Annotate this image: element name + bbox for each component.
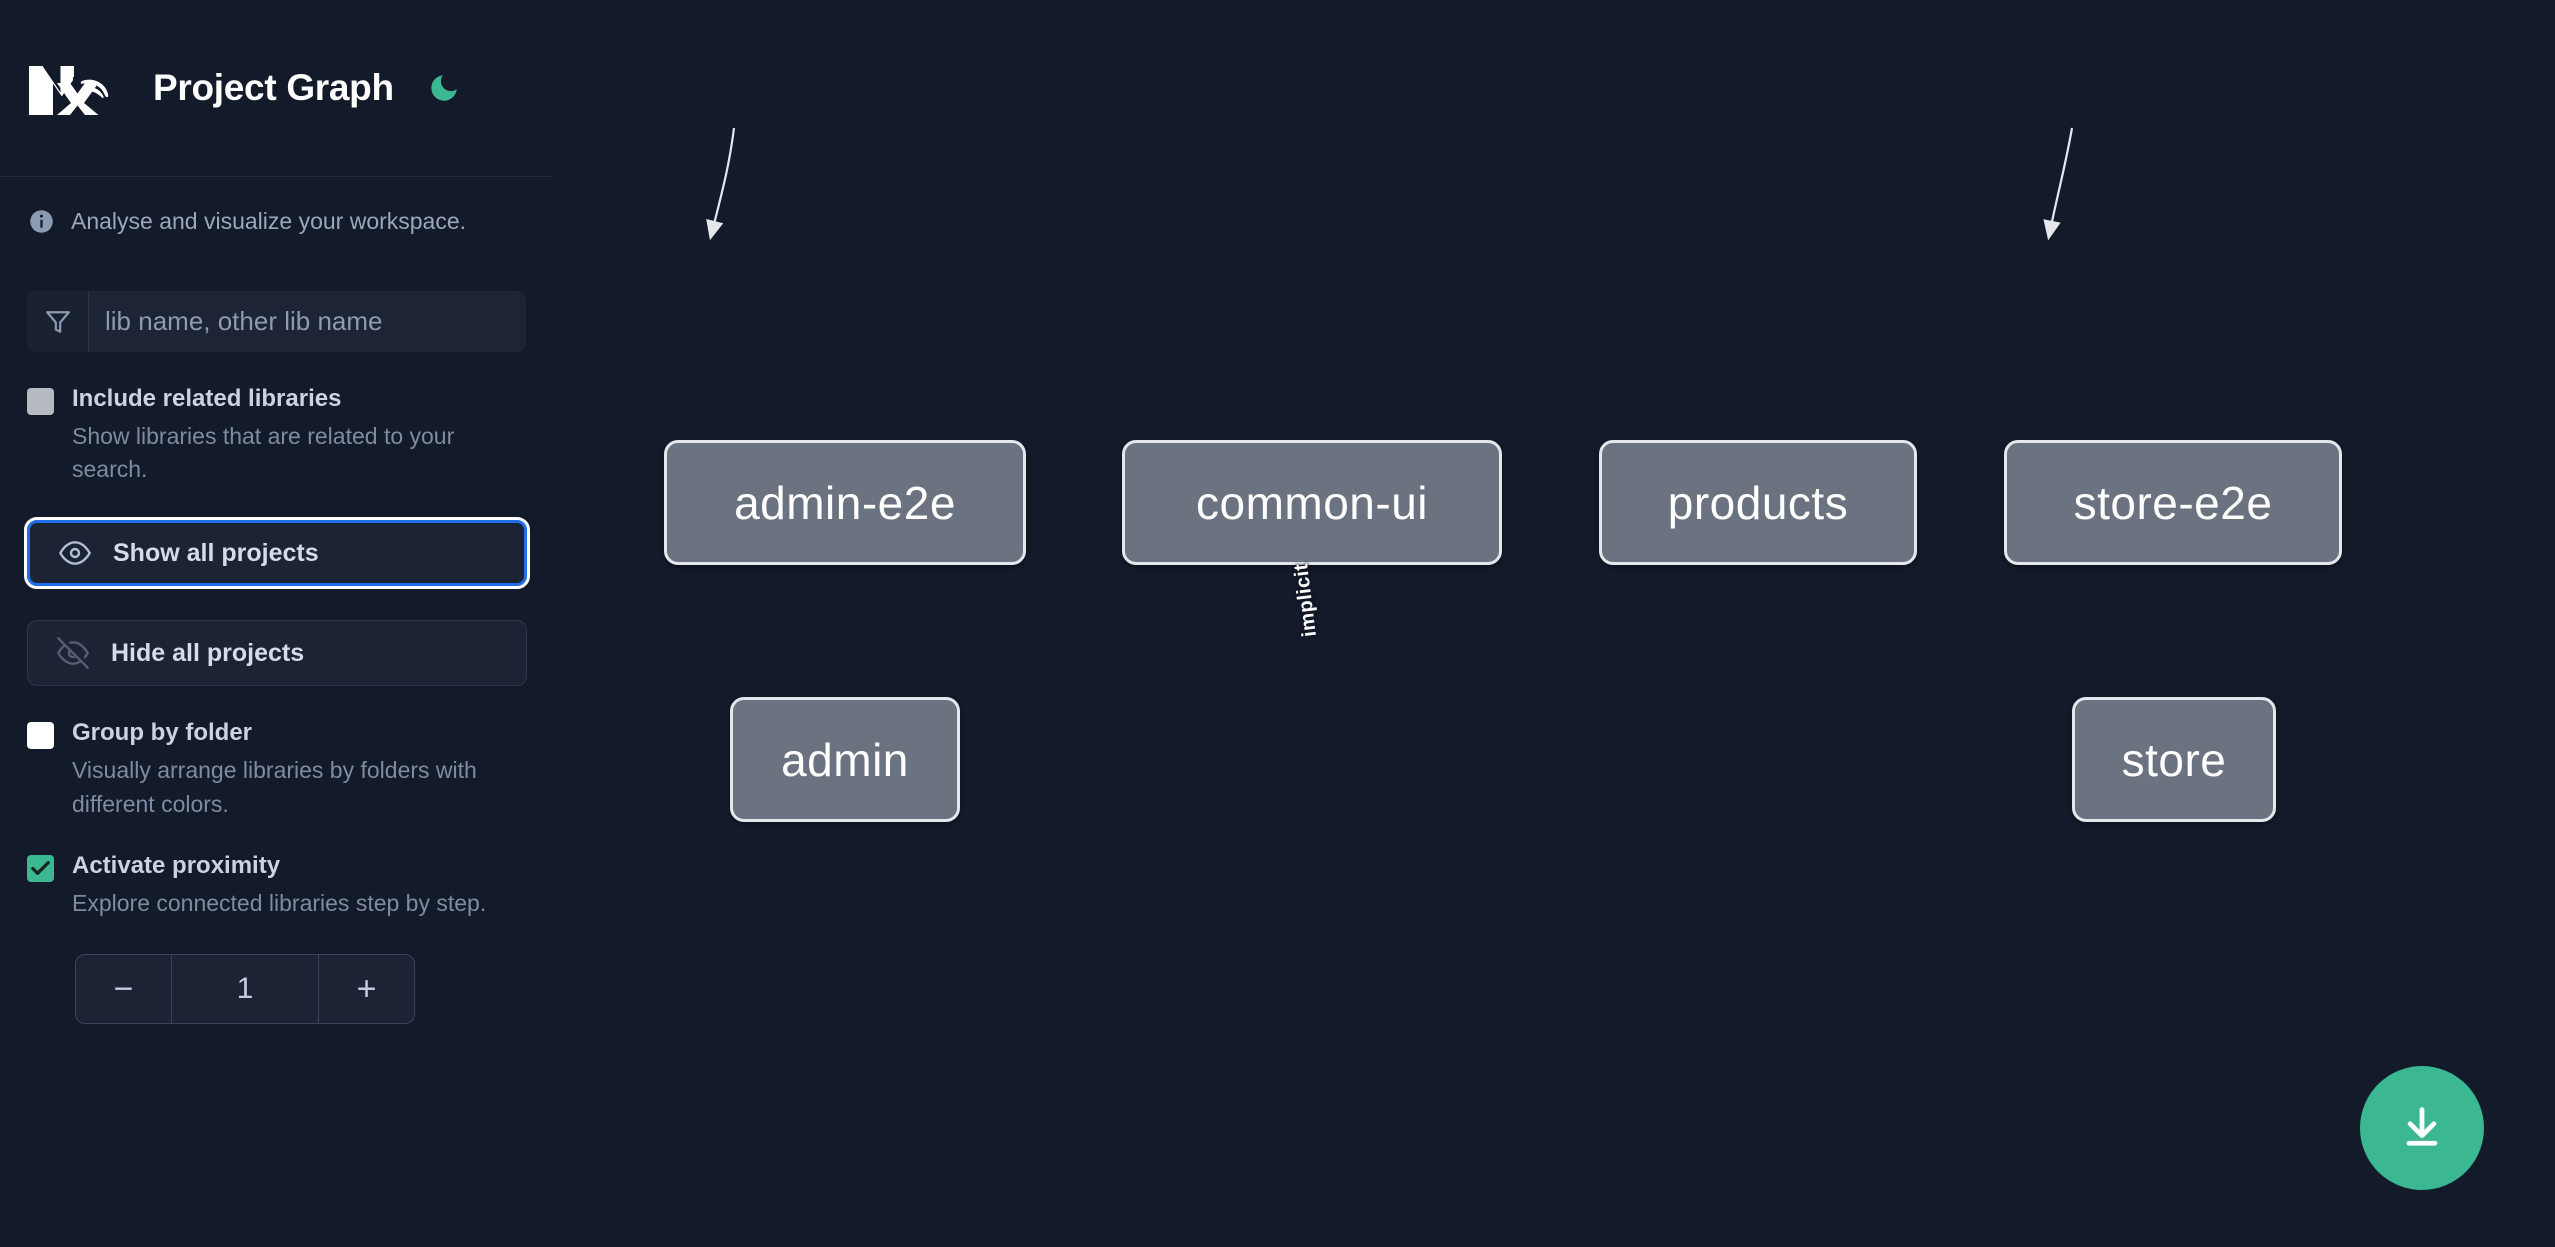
search-bar[interactable] <box>27 291 526 352</box>
graph-node-products-label: products <box>1667 476 1849 529</box>
show-all-projects-button[interactable]: Show all projects <box>24 517 530 590</box>
hide-all-projects-button[interactable]: Hide all projects <box>27 620 527 687</box>
nx-logo-icon <box>27 59 125 117</box>
graph-node-admin-e2e-label: admin-e2e <box>734 476 956 529</box>
graph-edges <box>706 127 2074 241</box>
hide-all-projects-label: Hide all projects <box>111 638 305 667</box>
moon-icon[interactable] <box>424 68 464 108</box>
edge-admin-e2e-admin <box>706 127 736 241</box>
include-related-libraries-description: Show libraries that are related to your … <box>72 422 455 483</box>
search-input[interactable] <box>89 291 526 352</box>
show-all-projects-label: Show all projects <box>113 538 319 567</box>
graph-node-admin-e2e[interactable]: admin-e2e <box>664 440 1026 565</box>
tagline-text: Analyse and visualize your workspace. <box>71 207 467 234</box>
download-icon <box>2396 1101 2448 1156</box>
tagline: Analyse and visualize your workspace. <box>27 177 526 265</box>
graph-node-store-label: store <box>2121 733 2227 786</box>
activate-proximity-texts: Activate proximity Explore connected lib… <box>72 849 526 920</box>
group-by-folder-description: Visually arrange libraries by folders wi… <box>72 757 477 817</box>
graph-node-store-e2e[interactable]: store-e2e <box>2004 440 2342 565</box>
group-by-folder-texts: Group by folder Visually arrange librari… <box>72 716 526 820</box>
activate-proximity-checkbox[interactable] <box>27 854 54 882</box>
eye-icon <box>59 537 91 569</box>
activate-proximity-description: Explore connected libraries step by step… <box>72 889 487 916</box>
page-title: Project Graph <box>153 67 394 108</box>
group-by-folder-label: Group by folder <box>72 719 252 747</box>
option-activate-proximity[interactable]: Activate proximity Explore connected lib… <box>27 849 526 920</box>
eye-off-icon <box>57 637 89 670</box>
proximity-stepper[interactable]: − 1 + <box>75 954 415 1025</box>
graph-node-store-e2e-label: store-e2e <box>2073 476 2273 529</box>
proximity-value: 1 <box>236 972 254 1006</box>
include-related-libraries-label: Include related libraries <box>72 385 342 412</box>
graph-node-admin[interactable]: admin <box>730 697 960 822</box>
sidebar: Project Graph Analyse and visualize your… <box>0 0 553 1247</box>
info-icon <box>28 208 55 235</box>
graph-node-common-ui[interactable]: common-ui <box>1122 440 1502 565</box>
graph-canvas[interactable]: admin-e2e common-ui products store-e2e a… <box>553 0 2555 1247</box>
activate-proximity-label: Activate proximity <box>72 851 281 879</box>
edge-store-e2e-store <box>2043 127 2074 241</box>
option-group-by-folder[interactable]: Group by folder Visually arrange librari… <box>27 716 526 820</box>
proximity-decrement-button[interactable]: − <box>76 955 172 1024</box>
include-related-libraries-checkbox[interactable] <box>27 388 54 415</box>
sidebar-body: Analyse and visualize your workspace. In… <box>0 177 553 1025</box>
group-by-folder-checkbox[interactable] <box>27 722 54 750</box>
graph-node-admin-label: admin <box>781 733 909 786</box>
filter-icon <box>27 291 89 352</box>
sidebar-header: Project Graph <box>0 0 553 177</box>
option-include-related-libraries[interactable]: Include related libraries Show libraries… <box>27 382 526 486</box>
graph-node-common-ui-label: common-ui <box>1195 476 1428 529</box>
graph-node-products[interactable]: products <box>1599 440 1917 565</box>
include-related-libraries-texts: Include related libraries Show libraries… <box>72 382 526 486</box>
graph-node-store[interactable]: store <box>2072 697 2276 822</box>
proximity-increment-button[interactable]: + <box>318 955 414 1024</box>
download-graph-button[interactable] <box>2360 1066 2484 1190</box>
